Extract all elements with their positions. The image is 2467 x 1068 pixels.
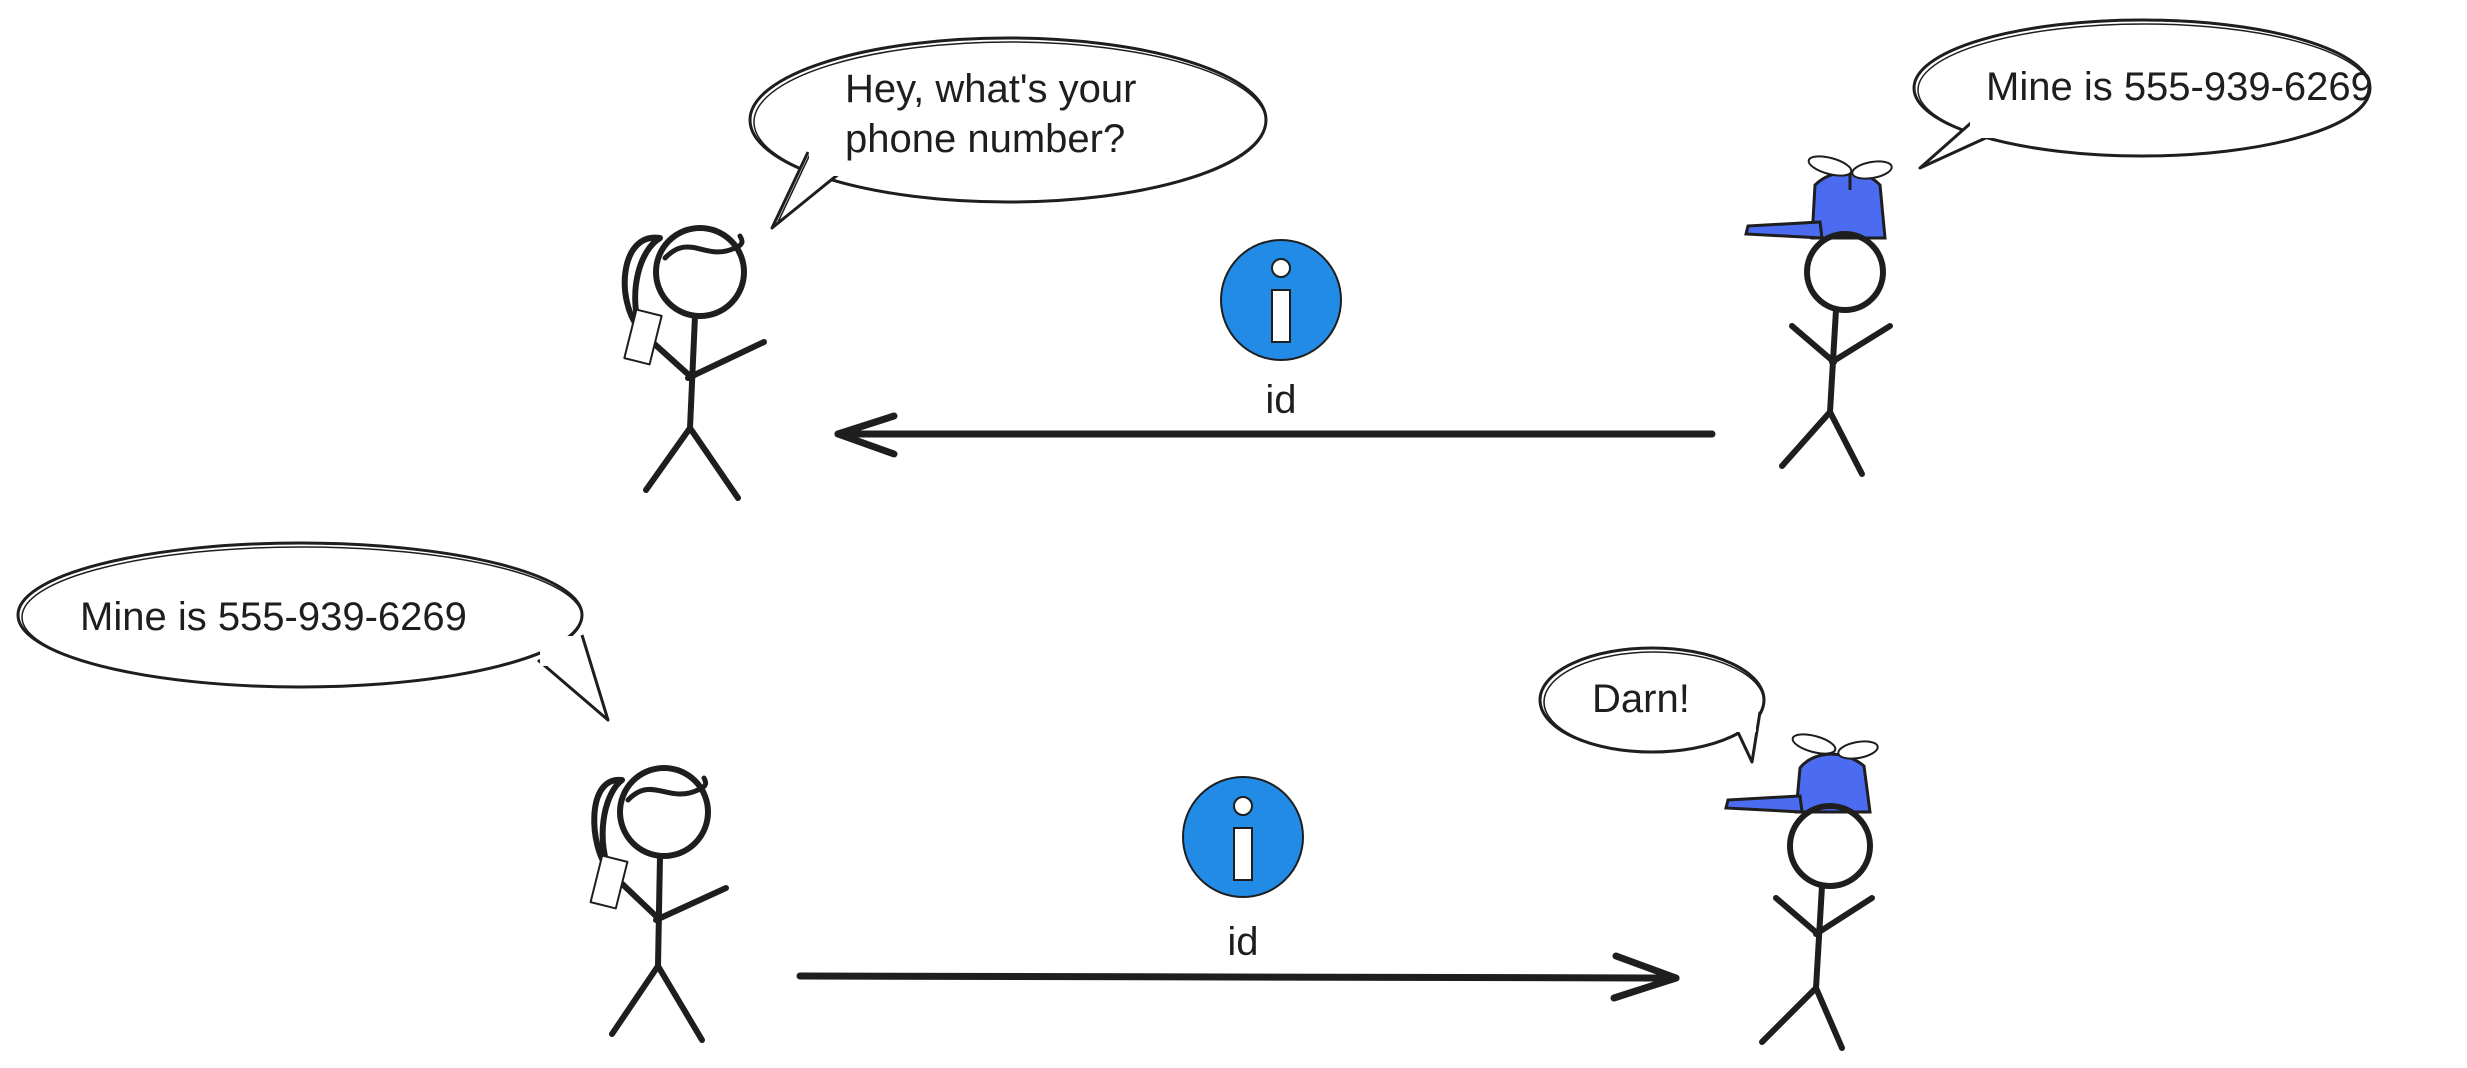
top-right-boy-figure (1744, 155, 1893, 477)
propeller-hat-icon (1724, 733, 1879, 814)
top-info-icon (1220, 239, 1342, 361)
top-left-bubble-line2: phone number? (845, 117, 1125, 161)
bottom-left-speech-bubble: Mine is 555-939-6269 (16, 541, 610, 722)
top-right-speech-bubble: Mine is 555-939-6269 (1912, 18, 2373, 170)
top-left-speech-bubble: Hey, what's your phone number? (680, 36, 1268, 230)
bottom-arrow-label: id (1227, 920, 1258, 964)
bottom-info-icon (1182, 776, 1304, 898)
bottom-left-girl-figure (589, 765, 729, 1043)
top-right-bubble-text: Mine is 555-939-6269 (1986, 65, 2373, 109)
top-left-bubble-line1: Hey, what's your (845, 67, 1136, 111)
bottom-arrow (796, 952, 1680, 1002)
top-left-girl-figure (621, 225, 767, 501)
bottom-right-boy-figure (1724, 733, 1879, 1051)
top-arrow-label: id (1265, 378, 1296, 422)
bottom-left-bubble-text: Mine is 555-939-6269 (80, 595, 467, 639)
propeller-hat-icon (1744, 155, 1893, 240)
bottom-right-speech-bubble: Darn! (1538, 646, 1766, 764)
bottom-right-bubble-text: Darn! (1592, 677, 1690, 721)
top-arrow (834, 412, 1716, 458)
